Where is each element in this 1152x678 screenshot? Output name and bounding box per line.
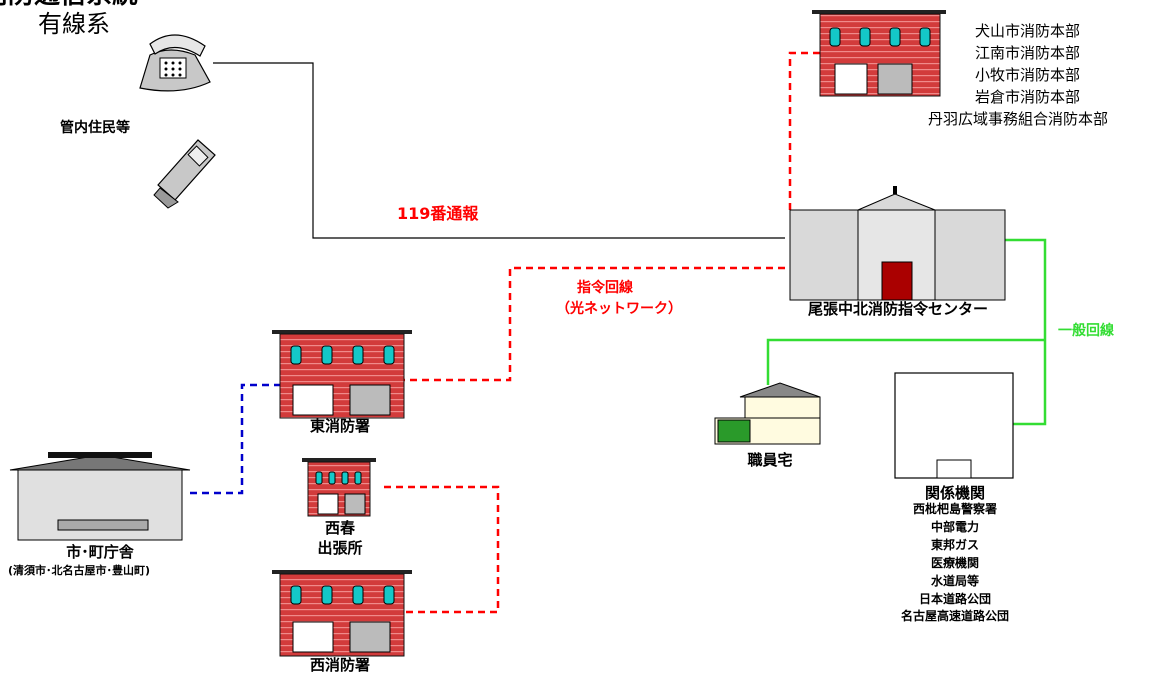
general-lines <box>766 238 1047 426</box>
agency-item-1: 西枇杷島警察署 <box>912 502 997 516</box>
general-line-label: 一般回線 <box>1058 323 1114 339</box>
hq-item-1: 犬山市消防本部 <box>975 22 1081 40</box>
wired-report-lines <box>213 62 785 239</box>
west-fire-station-icon <box>272 570 412 657</box>
agency-item-5: 水道局等 <box>930 574 979 588</box>
city-hall-lines <box>190 383 285 495</box>
agency-item-6: 日本道路公団 <box>918 592 991 606</box>
city-hall-label: 市･町庁舎 <box>66 543 134 561</box>
agency-item-4: 医療機関 <box>930 556 979 570</box>
nishiharu-branch-building-icon <box>302 458 376 517</box>
dispatch-lines <box>384 51 820 614</box>
dispatch-center-building-icon <box>789 186 1006 301</box>
agency-item-3: 東邦ガス <box>930 538 979 552</box>
west-station-label: 西消防署 <box>310 656 371 674</box>
residents-label: 管内住民等 <box>60 120 130 136</box>
dispatch-line-label: 指令回線 <box>577 280 633 296</box>
hq-item-3: 小牧市消防本部 <box>975 66 1081 84</box>
hq-item-5: 丹羽広域事務組合消防本部 <box>928 110 1109 128</box>
branch-label-2: 出張所 <box>317 539 363 557</box>
staff-home-label: 職員宅 <box>747 451 793 469</box>
hq-item-4: 岩倉市消防本部 <box>975 88 1081 106</box>
east-station-label: 東消防署 <box>310 417 371 435</box>
fire-hq-building-icon <box>812 10 946 97</box>
mobile-phone-icon <box>153 139 216 209</box>
east-fire-station-icon <box>272 330 412 419</box>
agency-item-7: 名古屋高速道路公団 <box>900 609 1009 623</box>
agencies-building-icon <box>894 372 1014 479</box>
diagram-title: 有線系 <box>38 10 110 38</box>
branch-label-1: 西春 <box>324 519 355 537</box>
agency-item-2: 中部電力 <box>930 520 979 534</box>
city-hall-building-icon <box>9 452 191 541</box>
staff-house-icon <box>714 382 821 445</box>
desk-phone-icon <box>139 34 211 92</box>
report-label: 119番通報 <box>397 204 479 223</box>
diagram-title-partial: 消防通信系統 <box>0 0 138 8</box>
center-label: 尾張中北消防指令センター <box>807 300 988 318</box>
agencies-title: 関係機関 <box>924 484 985 502</box>
city-hall-sublabel: (清須市･北名古屋市･豊山町) <box>8 564 151 577</box>
network-label: （光ネットワーク） <box>556 301 682 317</box>
hq-item-2: 江南市消防本部 <box>975 44 1081 62</box>
